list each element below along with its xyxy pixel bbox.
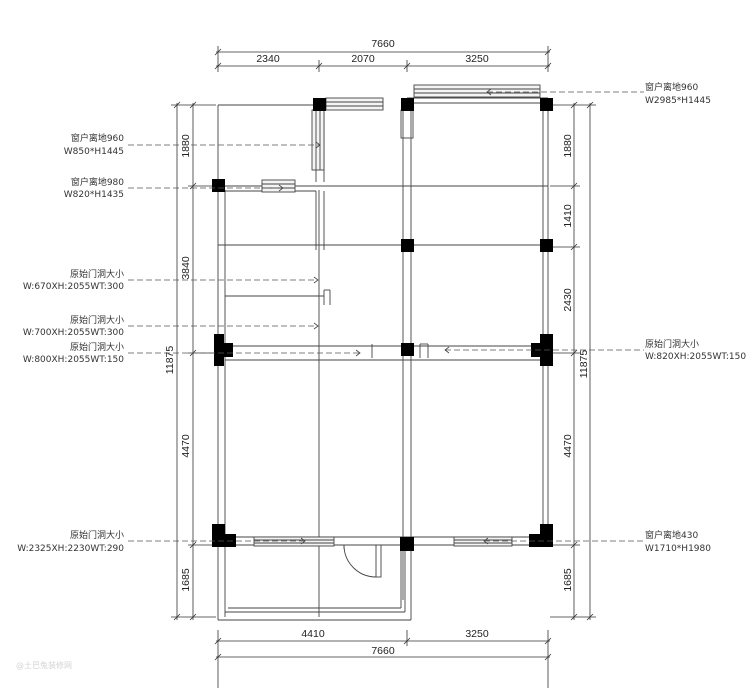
window-bottom-right [453, 536, 513, 547]
dim-right-5: 1685 [562, 568, 574, 592]
note-door-2325-size: W:2325XH:2230WT:290 [17, 544, 124, 554]
note-window-430-title: 窗户离地430 [645, 529, 698, 541]
dim-left-2: 3840 [180, 256, 192, 280]
note-window-980-title: 窗户离地980 [71, 176, 124, 188]
note-door-2325-title: 原始门洞大小 [70, 529, 124, 541]
dim-left-1: 1880 [180, 134, 192, 158]
note-door-700-title: 原始门洞大小 [70, 314, 124, 326]
dim-left-3: 4470 [180, 434, 192, 458]
dim-bottom-seg-1: 4410 [301, 628, 325, 640]
top-dimension-chain [214, 46, 552, 72]
dim-bottom-seg-2: 3250 [465, 628, 489, 640]
window-left-vertical [311, 109, 325, 171]
note-door-820-size: W:820XH:2055WT:150 [645, 352, 746, 362]
dim-left-total: 11875 [164, 346, 176, 375]
bottom-dimension-chain [214, 630, 552, 688]
dim-top-seg-1: 2340 [256, 53, 280, 65]
note-window-980-size: W820*H1435 [64, 190, 124, 200]
window-top-right [413, 84, 541, 98]
note-door-820-title: 原始门洞大小 [645, 338, 699, 350]
note-door-800-title: 原始门洞大小 [70, 341, 124, 353]
structural-columns [212, 98, 553, 551]
left-dimension-chain [171, 101, 216, 621]
dim-right-total: 11875 [578, 350, 590, 379]
leader-arrows [278, 88, 492, 545]
swing-door [343, 544, 382, 578]
note-window-960-right-size: W2985*H1445 [645, 96, 711, 106]
dim-right-2: 1410 [562, 204, 574, 228]
dim-top-total: 7660 [371, 38, 395, 50]
dim-right-1: 1880 [562, 134, 574, 158]
dim-top-seg-2: 2070 [351, 53, 375, 65]
note-door-670-title: 原始门洞大小 [70, 268, 124, 280]
note-door-700-size: W:700XH:2055WT:300 [23, 328, 124, 338]
window-top-left [325, 97, 384, 111]
dim-top-seg-3: 3250 [465, 53, 489, 65]
note-window-430-size: W1710*H1980 [645, 544, 711, 554]
leader-lines [128, 91, 644, 542]
dim-right-3: 2430 [562, 288, 574, 312]
note-door-670-size: W:670XH:2055WT:300 [23, 282, 124, 292]
dim-bottom-total: 7660 [371, 645, 395, 657]
note-window-960-right-title: 窗户离地960 [645, 81, 698, 93]
dim-left-4: 1685 [180, 568, 192, 592]
window-small-980 [261, 179, 296, 193]
dim-right-4: 4470 [562, 434, 574, 458]
watermark: @土巴兔装修网 [16, 660, 72, 670]
door-bottom-sliding [253, 536, 335, 547]
note-window-960-left-title: 窗户离地960 [71, 132, 124, 144]
note-door-800-size: W:800XH:2055WT:150 [23, 355, 124, 365]
note-window-960-left-size: W850*H1445 [64, 147, 124, 157]
right-dimension-chain [550, 101, 596, 621]
